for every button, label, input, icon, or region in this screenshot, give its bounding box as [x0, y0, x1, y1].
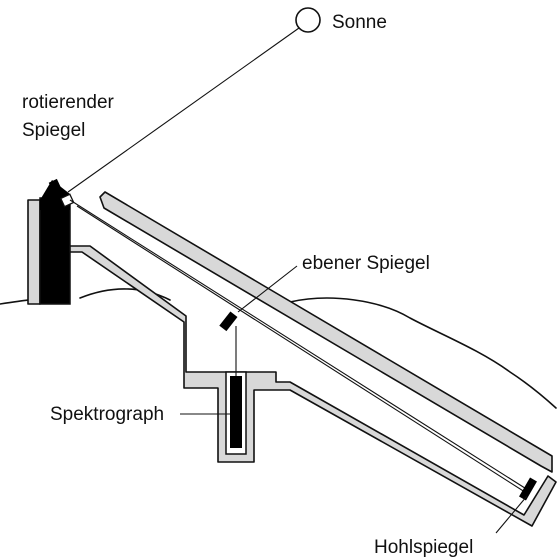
concave-mirror: [519, 477, 537, 501]
light-beam-down: [69, 199, 529, 491]
spectrograph-label: Spektrograph: [50, 404, 164, 425]
sun-icon: [295, 7, 321, 33]
tube-upper-wall: [99, 191, 553, 473]
rotating-mirror: [48, 178, 67, 203]
concave-mirror-label: Hohlspiegel: [374, 537, 473, 558]
sun-ray: [67, 27, 300, 193]
spectrograph-slit: [230, 376, 242, 448]
tower-body: [39, 197, 71, 305]
rotating-mirror-label: rotierender Spiegel: [22, 92, 119, 141]
flat-mirror-leader: [237, 265, 298, 313]
rotating-mirror-2: [59, 193, 75, 208]
sun-label: Sonne: [332, 12, 387, 33]
flat-mirror-label: ebener Spiegel: [302, 253, 430, 274]
tube-lower-wall: [69, 245, 557, 527]
light-beam-up: [76, 205, 529, 495]
flat-mirror: [219, 311, 238, 332]
concave-mirror-leader: [495, 495, 528, 534]
tower-wall: [27, 199, 41, 305]
